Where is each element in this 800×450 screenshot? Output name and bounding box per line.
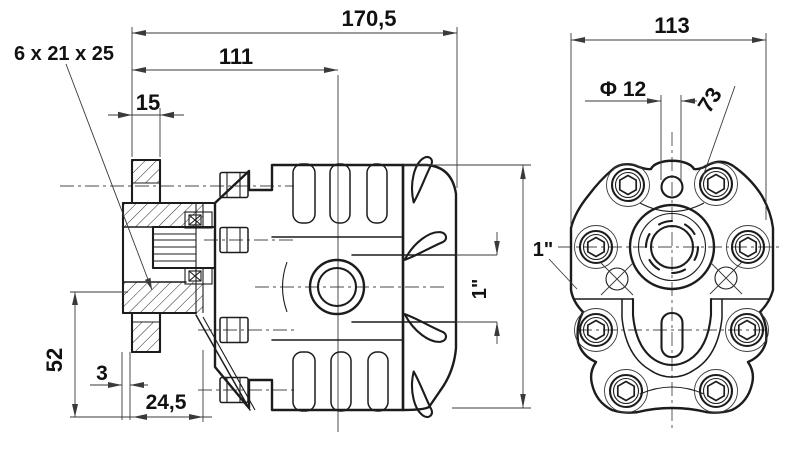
center-boss — [628, 203, 716, 291]
dim-overall-width: 113 — [570, 13, 767, 226]
bolt-top-right — [693, 161, 739, 207]
port-center-label: 111 — [219, 44, 253, 69]
bolt-mid-right — [725, 224, 771, 270]
mounting-flange — [121, 158, 256, 411]
spline-callout: 6 x 21 x 25 — [14, 43, 153, 291]
flange-height-label: 52 — [42, 348, 67, 372]
top-hole-label: Φ 12 — [600, 78, 646, 101]
dim-top-hole: Φ 12 — [585, 78, 697, 180]
dim-overall-height-line — [404, 164, 531, 409]
front-centerlines — [558, 132, 782, 428]
overall-length-label: 170,5 — [341, 6, 396, 31]
bolt-top-left — [605, 162, 651, 208]
dim-flange-height: 52 — [42, 291, 128, 417]
dim-to-port-center: 111 — [132, 44, 338, 73]
bolt-bottom-left — [603, 368, 649, 414]
side-port-label: 1" — [533, 239, 554, 261]
side-centerlines — [60, 75, 448, 432]
side-port-outer — [308, 258, 366, 316]
front-outline — [569, 159, 775, 414]
side-port-bore — [316, 266, 358, 308]
dim-hub-length: 24,5 — [70, 350, 212, 422]
splined-shaft — [151, 225, 216, 270]
dowel-hole-left — [600, 262, 634, 296]
front-view: 113 Φ 12 73 1" — [533, 13, 782, 428]
top-hole — [660, 175, 684, 199]
spline-bore — [649, 224, 695, 270]
pump-body — [213, 163, 405, 412]
hub-length-label: 24,5 — [146, 391, 187, 414]
bolt-bottom-right — [693, 368, 739, 414]
dim-hub-protrusion: 3 — [90, 352, 148, 420]
end-cover — [351, 153, 458, 421]
gear-center-label: 73 — [693, 83, 727, 117]
overall-width-label: 113 — [654, 13, 690, 38]
bottom-recess — [574, 297, 771, 395]
dim-overall-length: 170,5 — [131, 6, 458, 188]
callout-side-port: 1" — [533, 239, 578, 290]
shaft-seal-lower — [184, 267, 213, 285]
side-view: 170,5 111 15 52 — [14, 6, 531, 432]
port-size-label: 1" — [469, 279, 491, 300]
dim-port-size: 1" — [456, 232, 500, 344]
dim-flange-thickness: 15 — [108, 90, 184, 157]
flange-thickness-label: 15 — [136, 90, 160, 115]
spline-callout-label: 6 x 21 x 25 — [14, 43, 114, 65]
hub-protrusion-label: 3 — [96, 362, 108, 385]
top-boss-arc — [639, 202, 705, 212]
dowel-hole-right — [709, 261, 743, 295]
